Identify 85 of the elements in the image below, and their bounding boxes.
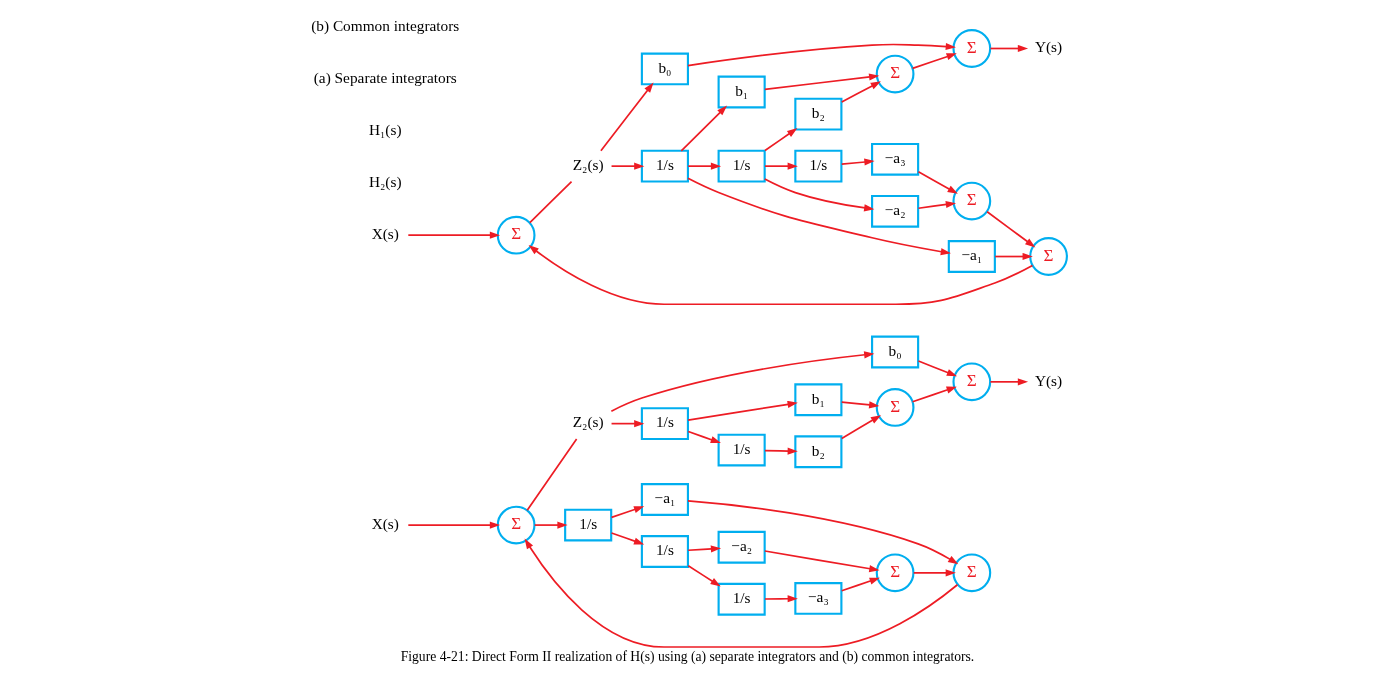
node-circle: Σ: [1029, 237, 1068, 276]
node-circle: Σ: [952, 29, 992, 68]
node-text: Y(s): [1034, 371, 1063, 389]
arrow: [407, 521, 501, 529]
label: (b) Common integrators: [311, 16, 460, 34]
arrow: [687, 500, 959, 565]
arrow: [687, 430, 721, 444]
arrow: [994, 252, 1033, 261]
arrow: [687, 177, 951, 256]
arrow: [764, 550, 880, 573]
node-box: −a₁: [640, 483, 689, 516]
arrow: [911, 53, 957, 70]
node-box: 1/s: [717, 582, 766, 616]
arrow: [989, 44, 1029, 53]
node-circle: Σ: [496, 505, 536, 545]
arrow: [764, 595, 798, 603]
node-text: Z₂(s): [572, 413, 604, 431]
node-circle: Σ: [952, 181, 992, 221]
arrow: [986, 210, 1036, 248]
node-circle: Σ: [875, 553, 915, 593]
arrow: [407, 231, 501, 239]
node-box: 1/s: [640, 535, 689, 568]
arrow: [687, 42, 956, 67]
arrow: [610, 506, 645, 519]
connector: [526, 438, 578, 512]
arrow: [917, 171, 958, 194]
arrow: [687, 545, 722, 553]
node-box: −a₃: [794, 582, 843, 615]
node-box: 1/s: [640, 149, 689, 183]
node-circle: Σ: [952, 553, 992, 593]
arrow: [840, 158, 875, 166]
arrow: [528, 245, 1034, 306]
node-box: −a₃: [871, 142, 920, 176]
node-box: 1/s: [640, 407, 689, 441]
node-box: −a₂: [717, 530, 766, 564]
arrow: [687, 400, 798, 421]
arrow: [610, 532, 645, 545]
arrow: [610, 420, 645, 428]
node-text: Z₂(s): [572, 155, 604, 173]
node-circle: Σ: [496, 215, 536, 255]
node-box: 1/s: [794, 149, 843, 183]
node-box: b₂: [794, 435, 843, 469]
arrow: [989, 378, 1029, 386]
arrow: [680, 105, 728, 152]
node-text: X(s): [371, 514, 399, 532]
arrow: [764, 73, 880, 91]
arrow: [764, 162, 798, 170]
caption: Figure 4-21: Direct Form II realization of H(s) using (a) separate integrators and (b) common integrators.: [400, 649, 975, 665]
arrow: [533, 521, 568, 529]
arrow: [911, 386, 957, 403]
label: H₂(s): [368, 172, 402, 190]
arrow: [764, 447, 798, 455]
label: H₁(s): [368, 120, 402, 138]
node-box: b₁: [717, 75, 766, 109]
node-box: 1/s: [717, 149, 766, 183]
label: (a) Separate integrators: [313, 68, 457, 86]
arrow: [600, 82, 654, 152]
node-box: b₀: [640, 52, 689, 86]
node-box: b₁: [794, 383, 843, 417]
node-text: Y(s): [1034, 38, 1063, 56]
node-circle: Σ: [875, 388, 915, 427]
arrow: [917, 200, 957, 210]
arrow: [763, 178, 875, 212]
node-box: b₂: [794, 97, 843, 131]
node-box: b₀: [871, 335, 920, 369]
arrow: [840, 577, 880, 592]
arrow: [687, 162, 722, 170]
arrow: [764, 128, 798, 152]
node-box: 1/s: [717, 433, 766, 467]
node-box: 1/s: [564, 508, 613, 542]
node-text: X(s): [371, 224, 399, 242]
node-circle: Σ: [952, 362, 992, 402]
arrow: [610, 351, 875, 412]
arrow: [610, 162, 645, 170]
arrow: [912, 569, 956, 577]
arrow: [840, 415, 882, 440]
arrow: [687, 565, 721, 587]
node-box: −a₁: [947, 240, 996, 273]
node-circle: Σ: [875, 54, 915, 94]
arrow: [840, 81, 881, 103]
arrow: [840, 401, 880, 409]
arrow: [917, 360, 958, 377]
connector: [529, 180, 573, 224]
arrow: [524, 538, 959, 648]
node-box: −a₂: [871, 194, 920, 228]
